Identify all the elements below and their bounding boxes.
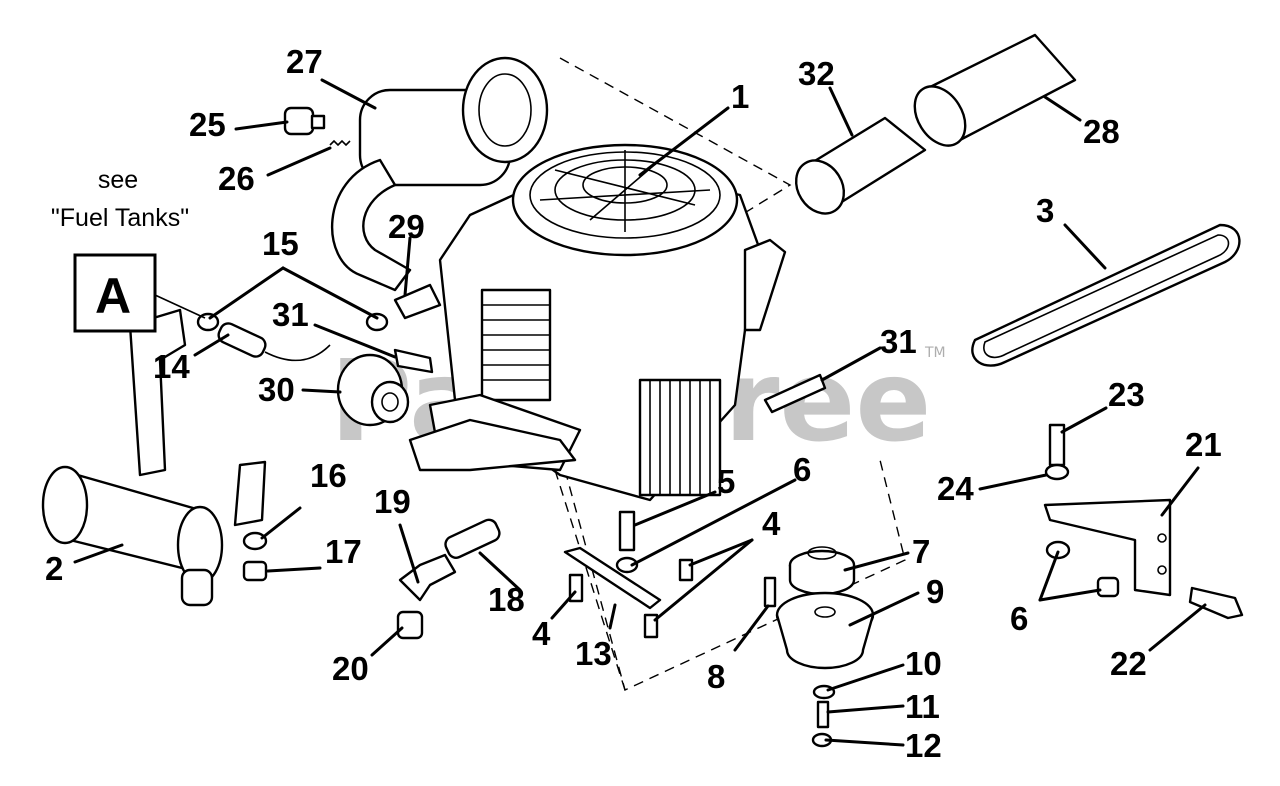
reference-note-line1: see: [98, 166, 138, 194]
reference-letter: A: [95, 268, 131, 324]
callout-31b: 31: [880, 323, 917, 360]
plug-20: [396, 610, 424, 640]
elbow-19: [398, 553, 457, 602]
oil-filter: [336, 353, 410, 427]
callout-7: 7: [912, 533, 930, 570]
callout-24: 24: [937, 470, 974, 507]
oil-cooler-lines: [408, 418, 577, 472]
bolt-6c: [1096, 576, 1120, 598]
bracket-21: [1043, 498, 1172, 597]
callout-17: 17: [325, 533, 362, 570]
nut-17: [242, 560, 268, 582]
fitting-25: [283, 106, 326, 136]
callout-12: 12: [905, 727, 942, 764]
fitting-31-right: [763, 373, 827, 414]
key-8: [763, 576, 777, 608]
callout-15: 15: [262, 225, 299, 262]
callout-numbers: 1 2 3 4 4 5 6 6 7 8 9 10 11 12 13 14 15 …: [45, 43, 1222, 764]
callout-16: 16: [310, 457, 347, 494]
callout-3: 3: [1036, 192, 1054, 229]
callout-20: 20: [332, 650, 369, 687]
callout-13: 13: [575, 635, 612, 672]
callout-29: 29: [388, 208, 425, 245]
tube-32: [794, 116, 927, 215]
fuel-hose-14: [217, 322, 267, 358]
callout-6a: 6: [793, 451, 811, 488]
bracket-13: [563, 546, 662, 610]
cylinder-fins: [480, 288, 722, 497]
breather-hose: [393, 283, 442, 320]
muffler: [41, 308, 267, 607]
bolt-5: [618, 510, 636, 552]
callout-18: 18: [488, 581, 525, 618]
callout-11: 11: [905, 688, 940, 725]
callout-5: 5: [717, 463, 735, 500]
callout-30: 30: [258, 371, 295, 408]
engine: [428, 143, 787, 502]
hose-clamp-15a: [196, 312, 220, 332]
bolt-22: [1188, 586, 1244, 620]
callout-6b: 6: [1010, 600, 1028, 637]
nut-6b: [1045, 540, 1071, 560]
callout-21: 21: [1185, 426, 1222, 463]
tube-18: [444, 518, 501, 559]
dipstick-tube: [743, 238, 787, 332]
belt-3: [971, 223, 1241, 367]
callout-9: 9: [926, 573, 944, 610]
callout-10: 10: [905, 645, 942, 682]
callout-19: 19: [374, 483, 411, 520]
air-cleaner: [330, 56, 549, 320]
washer-24: [1044, 463, 1070, 481]
callout-27: 27: [286, 43, 323, 80]
watermark-trademark: TM: [924, 345, 946, 361]
pulley-9: [775, 591, 875, 670]
callout-4a: 4: [532, 615, 551, 652]
reference-box: [73, 253, 157, 333]
lock-washer-16: [242, 531, 268, 551]
callout-4b: 4: [762, 505, 781, 542]
callout-26: 26: [218, 160, 255, 197]
spring-26: [329, 139, 351, 147]
reference-connector: [154, 294, 206, 319]
callout-23: 23: [1108, 376, 1145, 413]
callout-8: 8: [707, 658, 725, 695]
hose-clamp-15b: [365, 312, 389, 332]
callout-1: 1: [731, 78, 749, 115]
washer-6a: [615, 556, 639, 574]
fuel-line: [264, 344, 331, 362]
screw-4b: [678, 558, 694, 582]
callout-28: 28: [1083, 113, 1120, 150]
callout-22: 22: [1110, 645, 1147, 682]
callout-31a: 31: [272, 296, 309, 333]
bolt-11: [816, 700, 830, 729]
callout-25: 25: [189, 106, 226, 143]
fitting-31-left: [393, 348, 434, 374]
callout-2: 2: [45, 550, 63, 587]
pulley-7: [788, 546, 856, 596]
tube-28: [913, 33, 1077, 147]
leader-lines: [73, 78, 1207, 747]
callout-14: 14: [153, 348, 190, 385]
callout-32: 32: [798, 55, 835, 92]
reference-note-line2: "Fuel Tanks": [51, 204, 189, 232]
